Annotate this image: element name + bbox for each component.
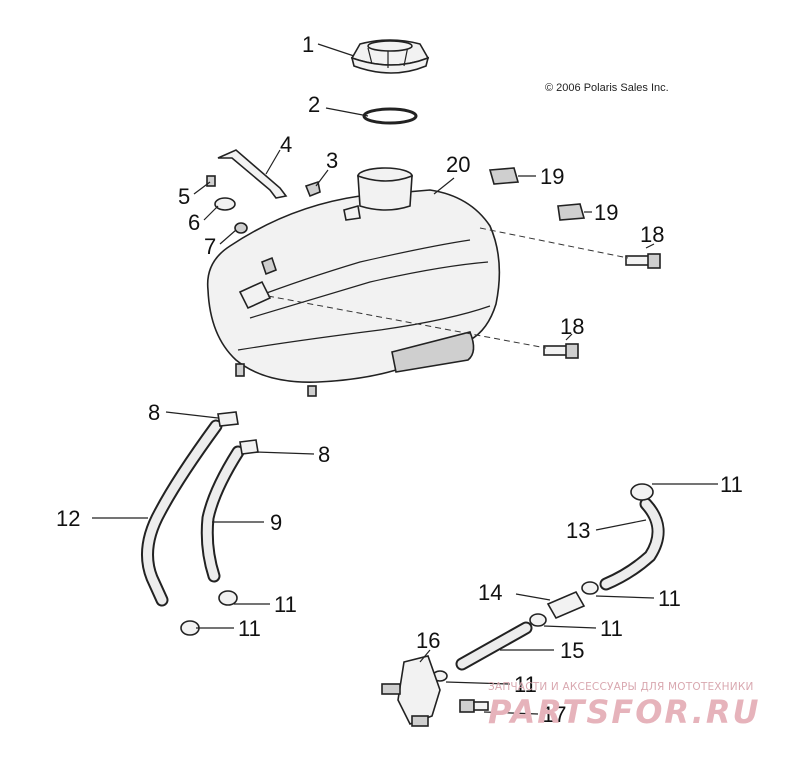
- callout-1: 1: [302, 32, 314, 57]
- callout-11-valve: 11: [514, 672, 537, 697]
- bumper-upper: [488, 167, 520, 185]
- fuel-cap: [350, 39, 430, 74]
- vent-bracket: [217, 149, 288, 199]
- callout-14: 14: [478, 580, 502, 605]
- bumper-lower: [557, 203, 586, 221]
- hose-clamp-lower: [239, 439, 259, 455]
- clamp-13-top: [630, 483, 654, 501]
- hose-long: [141, 419, 223, 607]
- callout-11-left-lower: 11: [238, 616, 261, 641]
- callout-6: 6: [188, 210, 200, 235]
- bolt-upper: [625, 253, 661, 269]
- callout-18-upper: 18: [640, 222, 664, 247]
- hose-clamp-upper: [217, 411, 239, 427]
- callout-18-lower: 18: [560, 314, 584, 339]
- callout-12: 12: [56, 506, 80, 531]
- bolt-lower: [543, 343, 579, 359]
- watermark-caption: ЗАПЧАСТИ И АКСЕССУАРЫ ДЛЯ МОТОТЕХНИКИ: [488, 681, 754, 693]
- callout-4: 4: [280, 132, 292, 157]
- hose-short: [200, 445, 245, 583]
- callout-20: 20: [446, 152, 470, 177]
- cap-gasket: [362, 107, 418, 125]
- callout-11-filter: 11: [600, 616, 623, 641]
- hose-13: [599, 497, 665, 591]
- callout-16: 16: [416, 628, 440, 653]
- clamp-left-upper: [218, 590, 238, 606]
- leader-lines: [92, 43, 718, 715]
- callout-7: 7: [204, 234, 216, 259]
- copyright-notice: © 2006 Polaris Sales Inc.: [545, 82, 669, 94]
- valve-bolt: [459, 699, 489, 713]
- callout-11-left-upper: 11: [274, 592, 297, 617]
- callout-3: 3: [326, 148, 338, 173]
- fuel-filter: [546, 590, 586, 620]
- callout-11-mid: 11: [658, 586, 681, 611]
- washer: [214, 197, 236, 211]
- fuel-tank: [206, 167, 501, 397]
- callout-11-top: 11: [720, 472, 743, 497]
- callout-15: 15: [560, 638, 584, 663]
- hose-15: [455, 621, 533, 671]
- callout-2: 2: [308, 92, 320, 117]
- fuel-valve: [381, 655, 441, 727]
- callout-13: 13: [566, 518, 590, 543]
- callout-8-upper: 8: [148, 400, 160, 425]
- callout-5: 5: [178, 184, 190, 209]
- callout-17: 17: [542, 702, 566, 727]
- clamp-13-bottom: [581, 581, 599, 595]
- watermark-logo: PARTSFOR.RU: [488, 693, 761, 731]
- callout-8-lower: 8: [318, 442, 330, 467]
- callout-19-lower: 19: [594, 200, 618, 225]
- callout-9: 9: [270, 510, 282, 535]
- small-bolt: [206, 175, 216, 187]
- grommet: [234, 222, 248, 234]
- clamp-filter: [529, 613, 547, 627]
- callout-19-upper: 19: [540, 164, 564, 189]
